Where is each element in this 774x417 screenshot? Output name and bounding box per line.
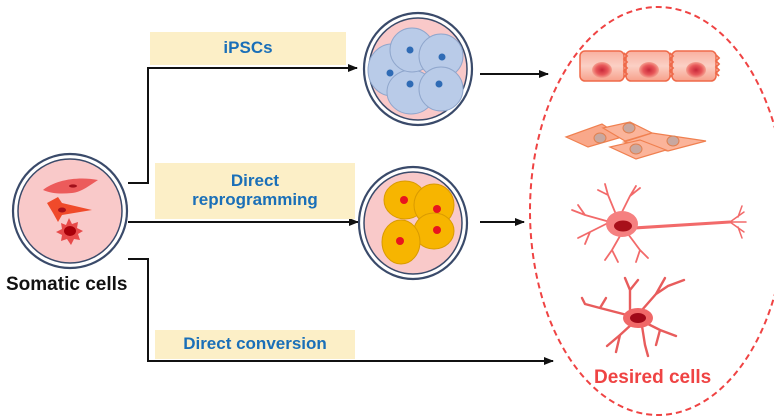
direct-reprogramming-label: Direct reprogramming: [155, 163, 355, 219]
desired-cells-outline: [529, 6, 774, 416]
triangular-cell: [47, 197, 92, 222]
pathway-ipscs-arrow: [128, 64, 358, 184]
ipsc-cell: [418, 66, 464, 112]
neuron-icon: [571, 183, 747, 263]
direct-reprogramming-label-line1: Direct: [230, 171, 280, 191]
epithelial-cells-icon: [564, 121, 707, 160]
somatic-cells-dish: [11, 152, 129, 270]
pathway-direct-conversion-arrow: [128, 258, 554, 365]
direct-conversion-label: Direct conversion: [155, 330, 355, 359]
ipscs-label: iPSCs: [150, 32, 346, 65]
direct-reprogramming-dish: [357, 165, 469, 281]
astrocyte-icon: [580, 276, 686, 358]
direct-reprogramming-label-line2: reprogramming: [192, 190, 318, 209]
ipscs-label-text: iPSCs: [223, 38, 273, 58]
somatic-cells-label: Somatic cells: [6, 274, 128, 295]
desired-cells-label: Desired cells: [594, 367, 712, 388]
cardiomyocytes-icon: [579, 50, 721, 82]
direct-conversion-label-text: Direct conversion: [183, 334, 327, 354]
ipscs-dish: [362, 11, 474, 127]
